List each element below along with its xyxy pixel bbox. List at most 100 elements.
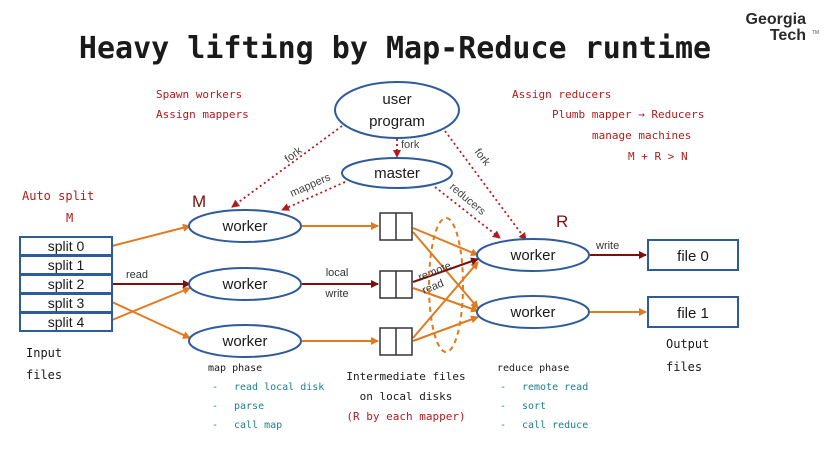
reduce-phase-item-1: remote read [522,382,588,393]
split4-to-worker2 [111,286,191,321]
auto-split-line-1: Auto split [22,189,94,203]
map-worker-2: worker [188,267,302,301]
map-worker-3-label: worker [221,333,267,350]
reducer-note-3: manage machines [592,129,691,142]
intermediate-file-a [379,212,413,241]
auto-split-note: Auto split M [22,189,94,225]
output-files-line-1: Output [666,337,709,351]
reducers-arrow [434,186,501,239]
file-c-to-reducer0 [412,261,479,339]
split3-to-worker3 [111,301,191,339]
input-flow-arrows [111,223,191,339]
map-phase-item-2: parse [234,401,264,412]
reduce-phase-item-3: call reduce [522,420,588,431]
map-worker-1: worker [188,209,302,243]
user-program-ellipse [334,81,460,139]
intermediate-line-2: on local disks [360,390,453,403]
input-splits: split 0 split 1 split 2 split 3 split 4 [19,236,113,332]
map-phase-dash-3: - [212,420,218,431]
input-files-note: Input files [26,346,62,382]
input-files-line-1: Input [26,346,62,360]
remote-read-arrow [412,257,479,283]
user-program-node: user program [334,81,460,139]
slide-title: Heavy lifting by Map-Reduce runtime [79,31,711,66]
shuffle-arrows [412,227,479,342]
spawn-notes: Spawn workers Assign mappers [156,88,249,121]
spawn-line-2: Assign mappers [156,108,249,121]
reduce-worker-2-label: worker [509,304,555,321]
output-file-1: file 1 [647,296,739,328]
spawn-line-1: Spawn workers [156,88,242,101]
split-4-box [19,312,113,332]
split0-to-worker1 [111,223,191,247]
mappers-label: mappers [288,171,332,200]
auto-split-line-2: M [66,211,73,225]
output-file-0-box [647,239,739,271]
input-files-line-2: files [26,368,62,382]
reducer-note-1: Assign reducers [512,88,611,101]
map-worker-1-label: worker [221,218,267,235]
map-worker-2-label: worker [221,276,267,293]
reduce-phase-dash-1: - [500,382,506,393]
local-write-label: write [324,288,348,300]
fork-left-label: fork [283,144,305,165]
reduce-worker-1-label: worker [509,247,555,264]
local-label: local [326,267,349,279]
reduce-phase-title: reduce phase [497,363,569,374]
intermediate-line-3: (R by each mapper) [346,410,465,423]
map-phase-note: map phase - read local disk - parse - ca… [208,363,324,431]
reduce-worker-1-ellipse [476,238,590,272]
output-file-0-label: file 0 [677,248,709,265]
reduce-worker-2: worker [476,295,590,329]
reducer-notes: Assign reducers Plumb mapper → Reducers … [512,88,704,163]
reducer-note-4: M + R > N [628,150,688,163]
output-file-0: file 0 [647,239,739,271]
split-4-label: split 4 [48,314,85,330]
map-phase-item-1: read local disk [234,382,324,393]
map-phase-dash-2: - [212,401,218,412]
intermediate-file-b [379,270,413,299]
m-label: M [192,192,206,211]
write-out-label: write [595,240,619,252]
master-node: master [341,157,453,189]
fork-left-arrow [231,125,343,208]
split-1-label: split 1 [48,257,85,273]
map-worker-3: worker [188,324,302,358]
read-label: read [126,269,148,281]
split-0-label: split 0 [48,238,85,254]
split-2-label: split 2 [48,276,85,292]
user-program-line-1: user [382,91,411,108]
file-a-to-reducer0 [412,227,479,257]
output-file-1-label: file 1 [677,305,709,322]
fork-right-label: fork [472,146,493,168]
map-worker-3-ellipse [188,324,302,358]
master-ellipse [341,157,453,189]
output-file-1-box [647,296,739,328]
reduce-phase-note: reduce phase - remote read - sort - call… [497,363,588,431]
map-worker-1-ellipse [188,209,302,243]
reduce-worker-2-ellipse [476,295,590,329]
intermediate-note: Intermediate files on local disks (R by … [346,370,465,423]
reduce-phase-dash-2: - [500,401,506,412]
reduce-phase-item-2: sort [522,401,546,412]
split-3-label: split 3 [48,295,85,311]
map-output-arrows [302,222,379,345]
fork-arrows [231,125,527,241]
logo-line1: Georgia [746,11,807,28]
shuffle-ellipse [428,217,464,353]
output-files-note: Output files [666,337,709,374]
logo-line2: Tech [770,27,806,44]
user-program-line-2: program [369,113,425,130]
intermediate-line-1: Intermediate files [346,370,465,383]
map-phase-item-3: call map [234,420,282,431]
intermediate-file-c [379,327,413,356]
map-phase-dash-1: - [212,382,218,393]
mappers-arrow [281,181,346,211]
reducer-note-2: Plumb mapper → Reducers [552,108,704,121]
reduce-phase-dash-3: - [500,420,506,431]
file-c-to-reducer1 [412,315,479,342]
map-worker-2-ellipse [188,267,302,301]
fork-center-label: fork [401,139,420,151]
logo-trademark: TM [812,30,819,36]
